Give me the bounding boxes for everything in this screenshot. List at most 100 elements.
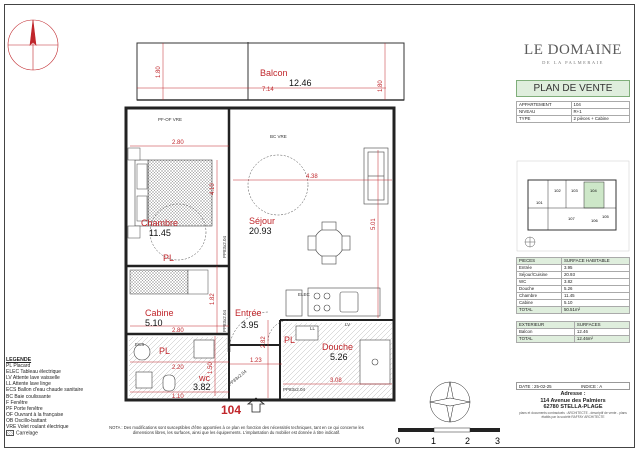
legend-item-tile: Carrelage	[6, 430, 106, 436]
room-name-douche: Douche	[322, 342, 353, 352]
index-label: INDICE : A	[581, 384, 603, 389]
tile-swatch	[6, 430, 14, 437]
room-surface: 20.93	[560, 271, 631, 279]
architect-note: plans et documents contractuels : ARCHIT…	[519, 411, 627, 419]
dim-balcony-width: 7.14	[262, 87, 274, 93]
dim-sejour-width: 4.38	[306, 174, 318, 180]
thumb-unit: 104	[590, 188, 597, 193]
dim-wc-height: 1.50	[208, 362, 214, 374]
room-surface: 5.26	[560, 285, 631, 293]
code-ecs: ECS	[135, 342, 144, 347]
info-label: TYPE	[516, 115, 572, 123]
total-value: 50.51m²	[560, 306, 631, 314]
door-swings	[149, 154, 309, 353]
scale-bar: 0 1 2 3	[395, 427, 500, 446]
room-area-balcon: 12.46	[289, 78, 312, 88]
room-surface: 11.45	[560, 292, 631, 300]
code-window-top: PF-OF VRE	[158, 117, 182, 122]
pl-label-wc: PL	[159, 346, 170, 356]
date-label: DATE : 25-02-25	[519, 384, 552, 389]
north-arrow-icon	[7, 19, 59, 71]
room-surface: 3.95	[560, 264, 631, 272]
room-label: Entrée	[516, 264, 562, 272]
pl-label-chambre: PL	[163, 253, 174, 263]
room-area-chambre: 11.45	[149, 228, 171, 238]
thumb-unit: 102	[554, 188, 561, 193]
room-area-sejour: 20.93	[249, 226, 272, 236]
address-heading: Adresse :	[560, 391, 586, 397]
room-name-sejour: Séjour	[249, 216, 275, 226]
unit-number-label: 104	[221, 403, 242, 417]
dim-balcony-right: 1.80	[378, 80, 384, 92]
code-door-wc: PP83x2.04	[227, 368, 247, 386]
legend-tile-label: Carrelage	[16, 430, 38, 437]
legend-item: VRE Volet roulant électrique	[6, 424, 69, 431]
shower-fixtures	[295, 325, 391, 385]
wc-fixtures	[133, 339, 215, 392]
plan-sheet	[4, 4, 635, 448]
dining-table	[307, 221, 351, 265]
room-area-cabine: 5.10	[145, 318, 163, 328]
info-value: 104	[570, 101, 630, 109]
thumb-unit: 101	[536, 200, 543, 205]
thumb-unit: 107	[568, 216, 575, 221]
walls	[124, 106, 396, 402]
legend-item: LV Attente lave vaisselle	[6, 375, 60, 382]
code-lv: LV	[345, 322, 350, 327]
info-value: R+1	[570, 108, 630, 116]
dim-balcony-left: 1.80	[156, 66, 162, 78]
room-area-entree: 3.95	[241, 320, 259, 330]
total-value: 12.46m²	[573, 335, 631, 343]
legend-item: OF Ouvrant à la française	[6, 411, 64, 418]
floor-location-thumbnail: 101 102 103 104 105 106 107	[516, 160, 630, 252]
room-surface: 3.82	[560, 278, 631, 286]
room-label: Cabine	[516, 299, 562, 307]
legend-item: OB Oscillo-battant	[6, 417, 47, 424]
dimension-lines	[130, 43, 392, 398]
thumb-compass-icon	[524, 236, 536, 248]
room-name-cabine: Cabine	[145, 308, 174, 318]
room-label: Douche	[516, 285, 562, 293]
room-label: Chambre	[516, 292, 562, 300]
title-block: LE DOMAINE DE LA PALMERAIE PLAN DE VENTE…	[516, 8, 631, 444]
legend-title: LEGENDE	[6, 357, 32, 363]
thumb-unit: 103	[571, 188, 578, 193]
entrance-arrow-icon	[246, 397, 266, 413]
address-line1: 114 Avenue des Palmiers	[540, 397, 606, 404]
total-label: TOTAL	[516, 335, 575, 343]
legend-item: ECS Ballon d'eau chaude sanitaire	[6, 387, 84, 394]
room-label: Séjour/Cuisine	[516, 271, 562, 279]
col-header: SURFACE HABITABLE	[560, 257, 631, 265]
legend-item: F Fenêtre	[6, 399, 28, 406]
dim-entree-width: 1.23	[250, 358, 262, 364]
code-door-shower: PP83x2.04	[283, 387, 306, 392]
legend-item: LL Attente lave linge	[6, 381, 51, 388]
legend-item: PF Porte fenêtre	[6, 405, 43, 412]
dim-cabine-width: 2.80	[172, 328, 184, 334]
sofa	[363, 147, 389, 205]
scale-tick-1: 1	[431, 436, 436, 446]
legend: LEGENDE PL Placard ELEC Tableau électriq…	[6, 357, 106, 437]
room-name-balcon: Balcon	[260, 68, 288, 78]
scale-tick-0: 0	[395, 436, 400, 446]
dim-living-height: 5.01	[371, 218, 377, 230]
dim-douche-width: 3.08	[330, 378, 342, 384]
dim-wc-bottom: 1.10	[172, 394, 184, 400]
date-index-row: DATE : 25-02-25 INDICE : A	[516, 382, 630, 390]
scale-tick-3: 3	[495, 436, 500, 446]
code-elec: ELEC	[298, 292, 311, 297]
room-label: WC	[516, 278, 562, 286]
room-area-wc: 3.82	[193, 382, 211, 392]
code-ll: LL	[310, 326, 316, 331]
info-label: APPARTEMENT	[516, 101, 572, 109]
